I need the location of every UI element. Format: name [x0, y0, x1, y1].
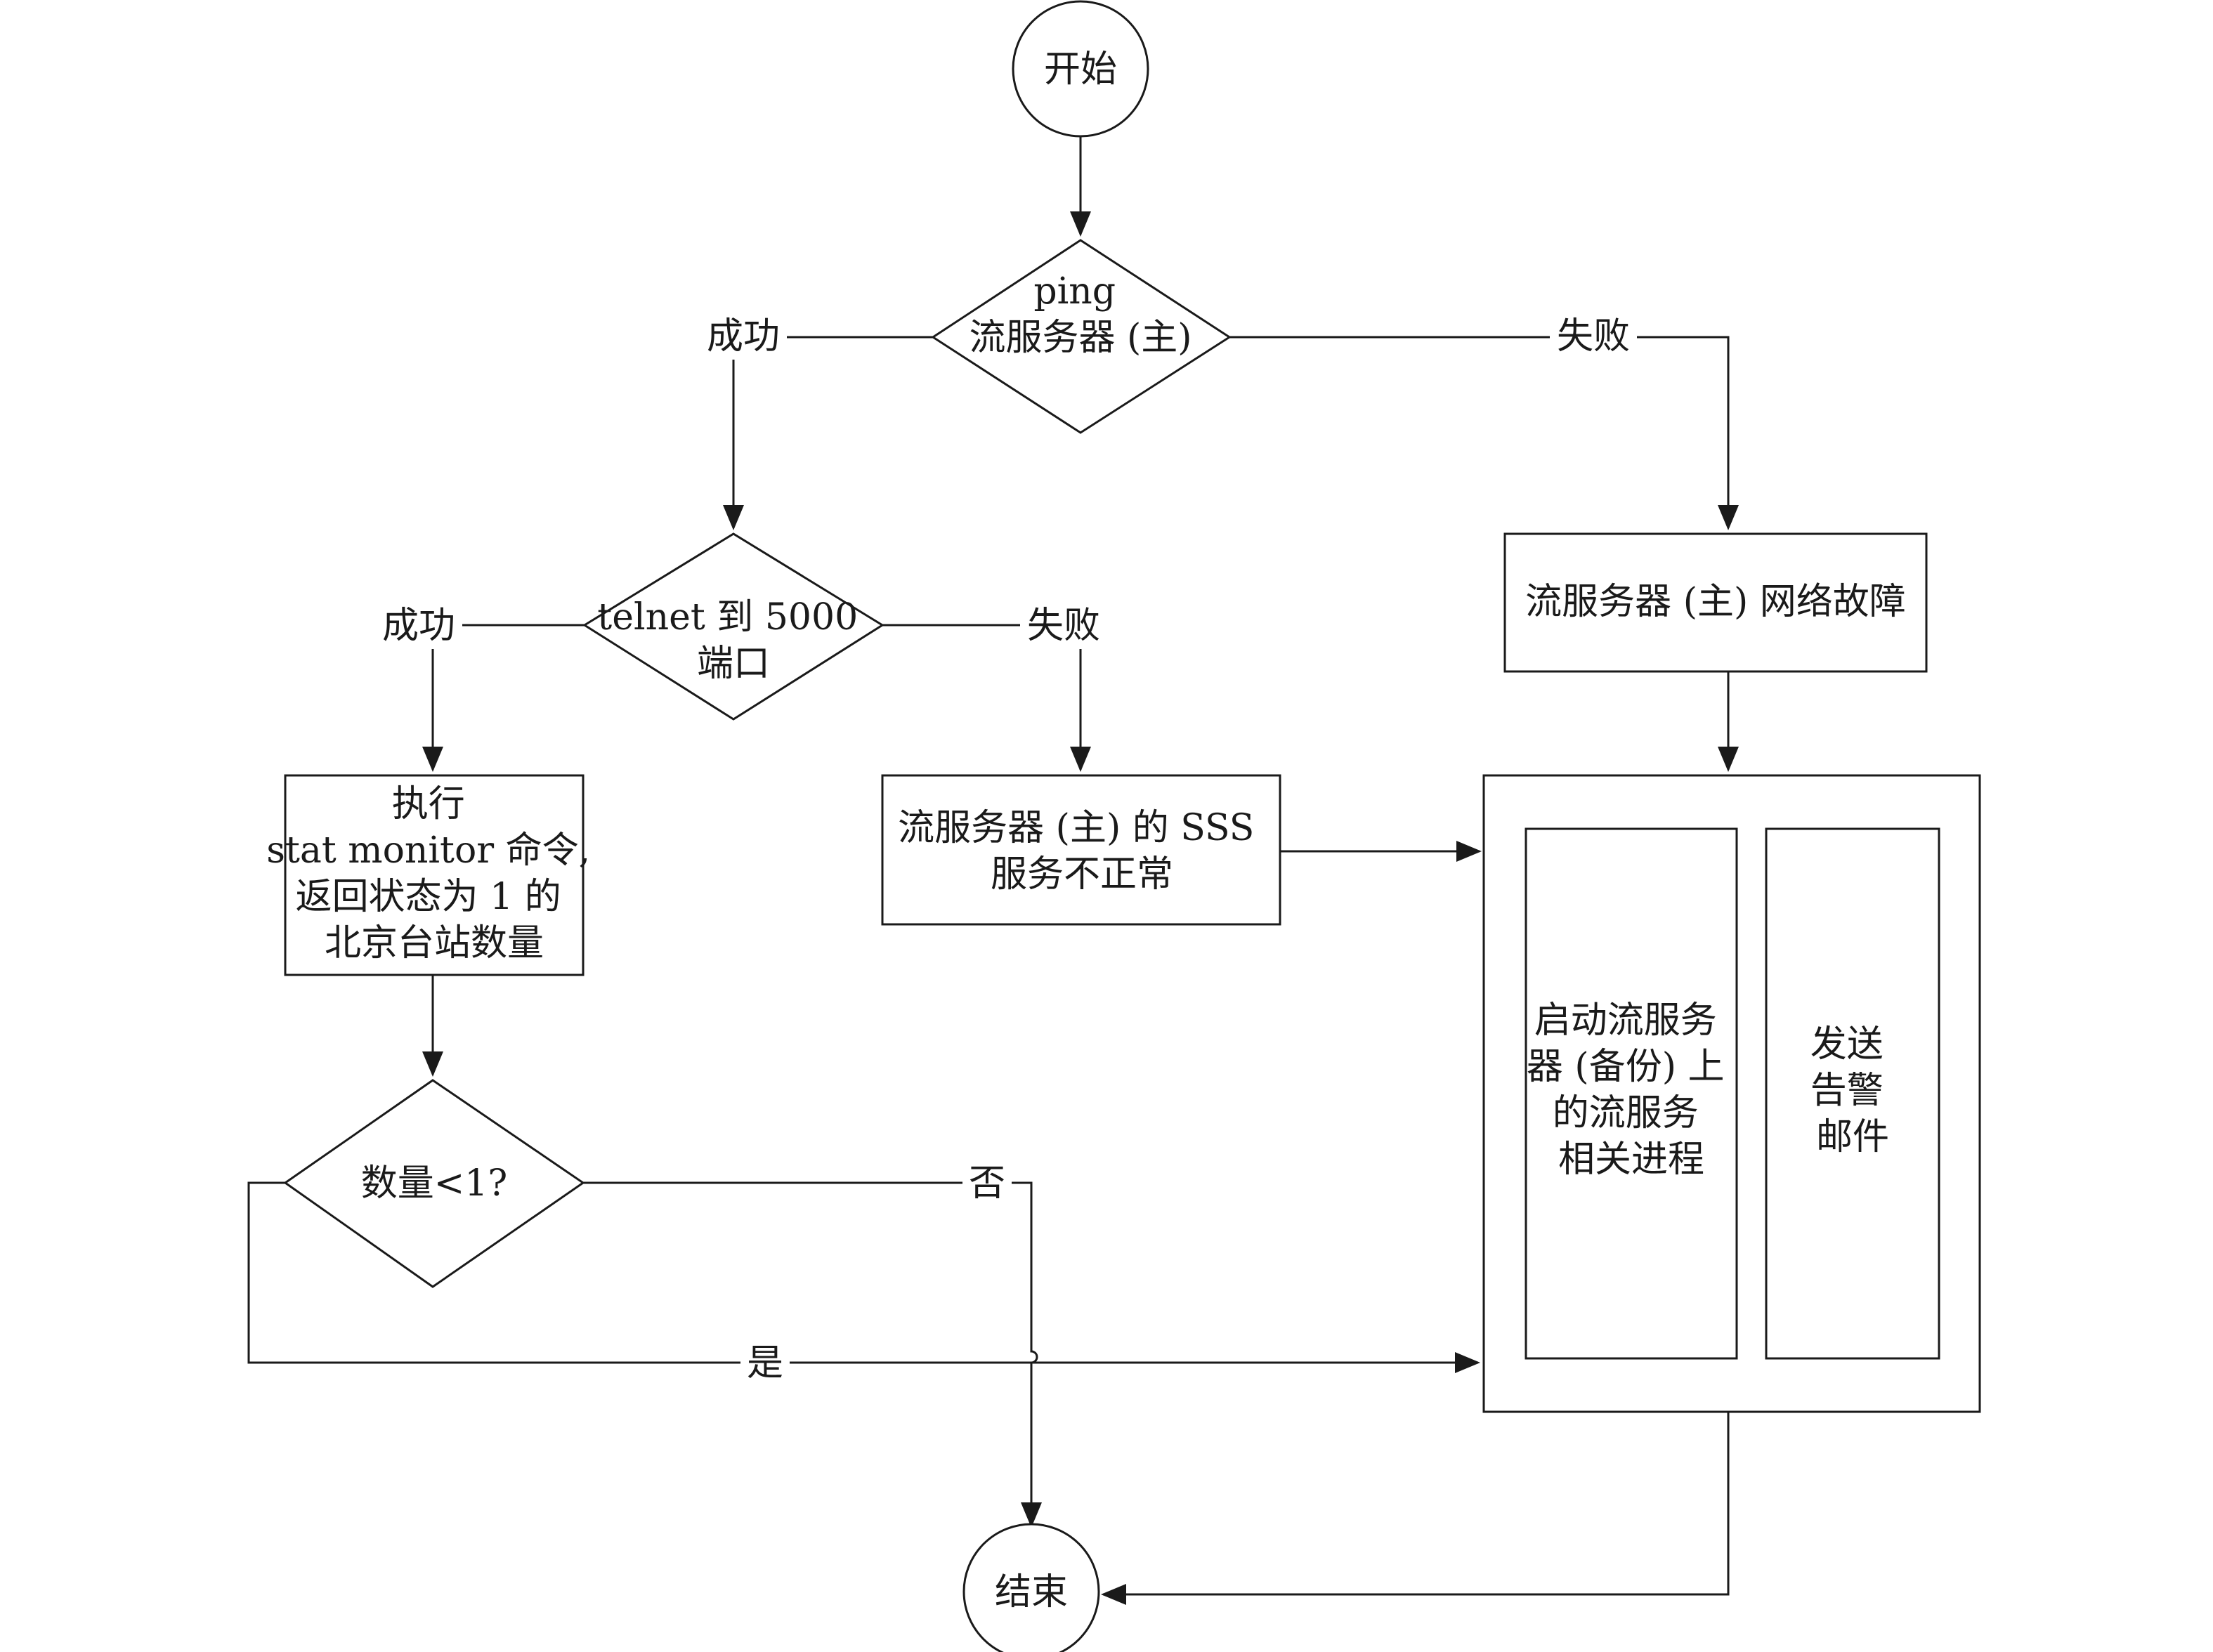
stat-monitor-line-4: 北京台站数量: [325, 922, 544, 964]
send-alert-box: 发送 告警 邮件: [1765, 827, 1940, 1360]
edge-actions-to-end: [1101, 1412, 1730, 1605]
edge-count-no: [583, 1181, 1042, 1528]
edge-count-yes: [247, 1181, 1480, 1373]
send-alert-line-2: 告警: [1810, 1070, 1884, 1112]
telnet-decision: telnet 到 5000 端口: [582, 532, 884, 721]
svg-text:发送 告警 邮件: 发送 告警 邮件: [1810, 1023, 1895, 1158]
count-decision: 数量<1?: [283, 1079, 585, 1288]
telnet-decision-line-2: 端口: [697, 643, 770, 685]
sss-abnormal-box: 流服务器 (主) 的 SSS 服务不正常: [881, 774, 1281, 926]
edge-labels: 成功 失败 成功 失败 否 是: [375, 310, 1637, 1386]
start-node: 开始: [1012, 0, 1149, 138]
stat-monitor-line-2: stat monitor 命令,: [266, 830, 590, 872]
actions-container: 启动流服务 器 (备份) 上 的流服务 相关进程 发送 告警 邮件: [1482, 774, 1981, 1413]
label-ping-success: 成功: [707, 315, 780, 358]
svg-text:telnet 到 5000 端口: telnet 到 5000 端口: [597, 596, 869, 685]
start-backup-line-3: 的流服务: [1553, 1092, 1699, 1134]
start-backup-line-2: 器 (备份) 上: [1527, 1046, 1725, 1088]
ping-decision-line-1: ping: [1033, 270, 1116, 313]
svg-text:流服务器 (主) 的 SSS 服务不正常: 流服务器 (主) 的 SSS 服务不正常: [898, 807, 1266, 896]
start-backup-line-1: 启动流服务: [1534, 999, 1717, 1042]
ping-decision-line-2: 流服务器 (主): [969, 317, 1192, 359]
sss-abnormal-line-2: 服务不正常: [991, 853, 1173, 896]
label-ping-fail: 失败: [1557, 315, 1630, 358]
stat-monitor-line-3: 返回状态为 1 的: [296, 876, 561, 918]
stat-monitor-box: 执行 stat monitor 命令, 返回状态为 1 的 北京台站数量: [266, 774, 601, 976]
count-decision-label: 数量<1?: [361, 1162, 508, 1205]
label-telnet-fail: 失败: [1027, 605, 1100, 647]
label-count-no: 否: [969, 1162, 1005, 1205]
network-fault-box: 流服务器 (主) 网络故障: [1503, 532, 1928, 673]
svg-text:ping 流服务器 (主): ping 流服务器 (主): [969, 270, 1192, 359]
telnet-decision-line-1: telnet 到 5000: [597, 596, 858, 638]
send-alert-line-3: 邮件: [1816, 1116, 1889, 1158]
stat-monitor-line-1: 执行: [392, 783, 465, 825]
start-backup-box: 启动流服务 器 (备份) 上 的流服务 相关进程: [1525, 827, 1738, 1360]
start-backup-line-4: 相关进程: [1558, 1139, 1704, 1181]
svg-text:启动流服务 器 (备份) 上: 启动流服务 器 (备份) 上 的流服务 相关进程: [1527, 999, 1736, 1181]
end-node: 结束: [962, 1523, 1100, 1652]
send-alert-line-1: 发送: [1810, 1023, 1884, 1066]
svg-text:执行 stat monitor 命令,: 执行 stat monitor 命令, 返回状态为 1 的 北京台站数量: [266, 783, 601, 964]
start-node-label: 开始: [1044, 48, 1117, 91]
ping-decision: ping 流服务器 (主): [931, 239, 1232, 434]
edge-ping-success: [723, 336, 933, 530]
label-telnet-success: 成功: [382, 605, 455, 647]
end-node-label: 结束: [995, 1571, 1068, 1613]
edge-ping-fail: [1229, 336, 1739, 530]
sss-abnormal-line-1: 流服务器 (主) 的 SSS: [898, 807, 1254, 849]
network-fault-label: 流服务器 (主) 网络故障: [1525, 581, 1906, 623]
label-count-yes: 是: [747, 1342, 783, 1384]
